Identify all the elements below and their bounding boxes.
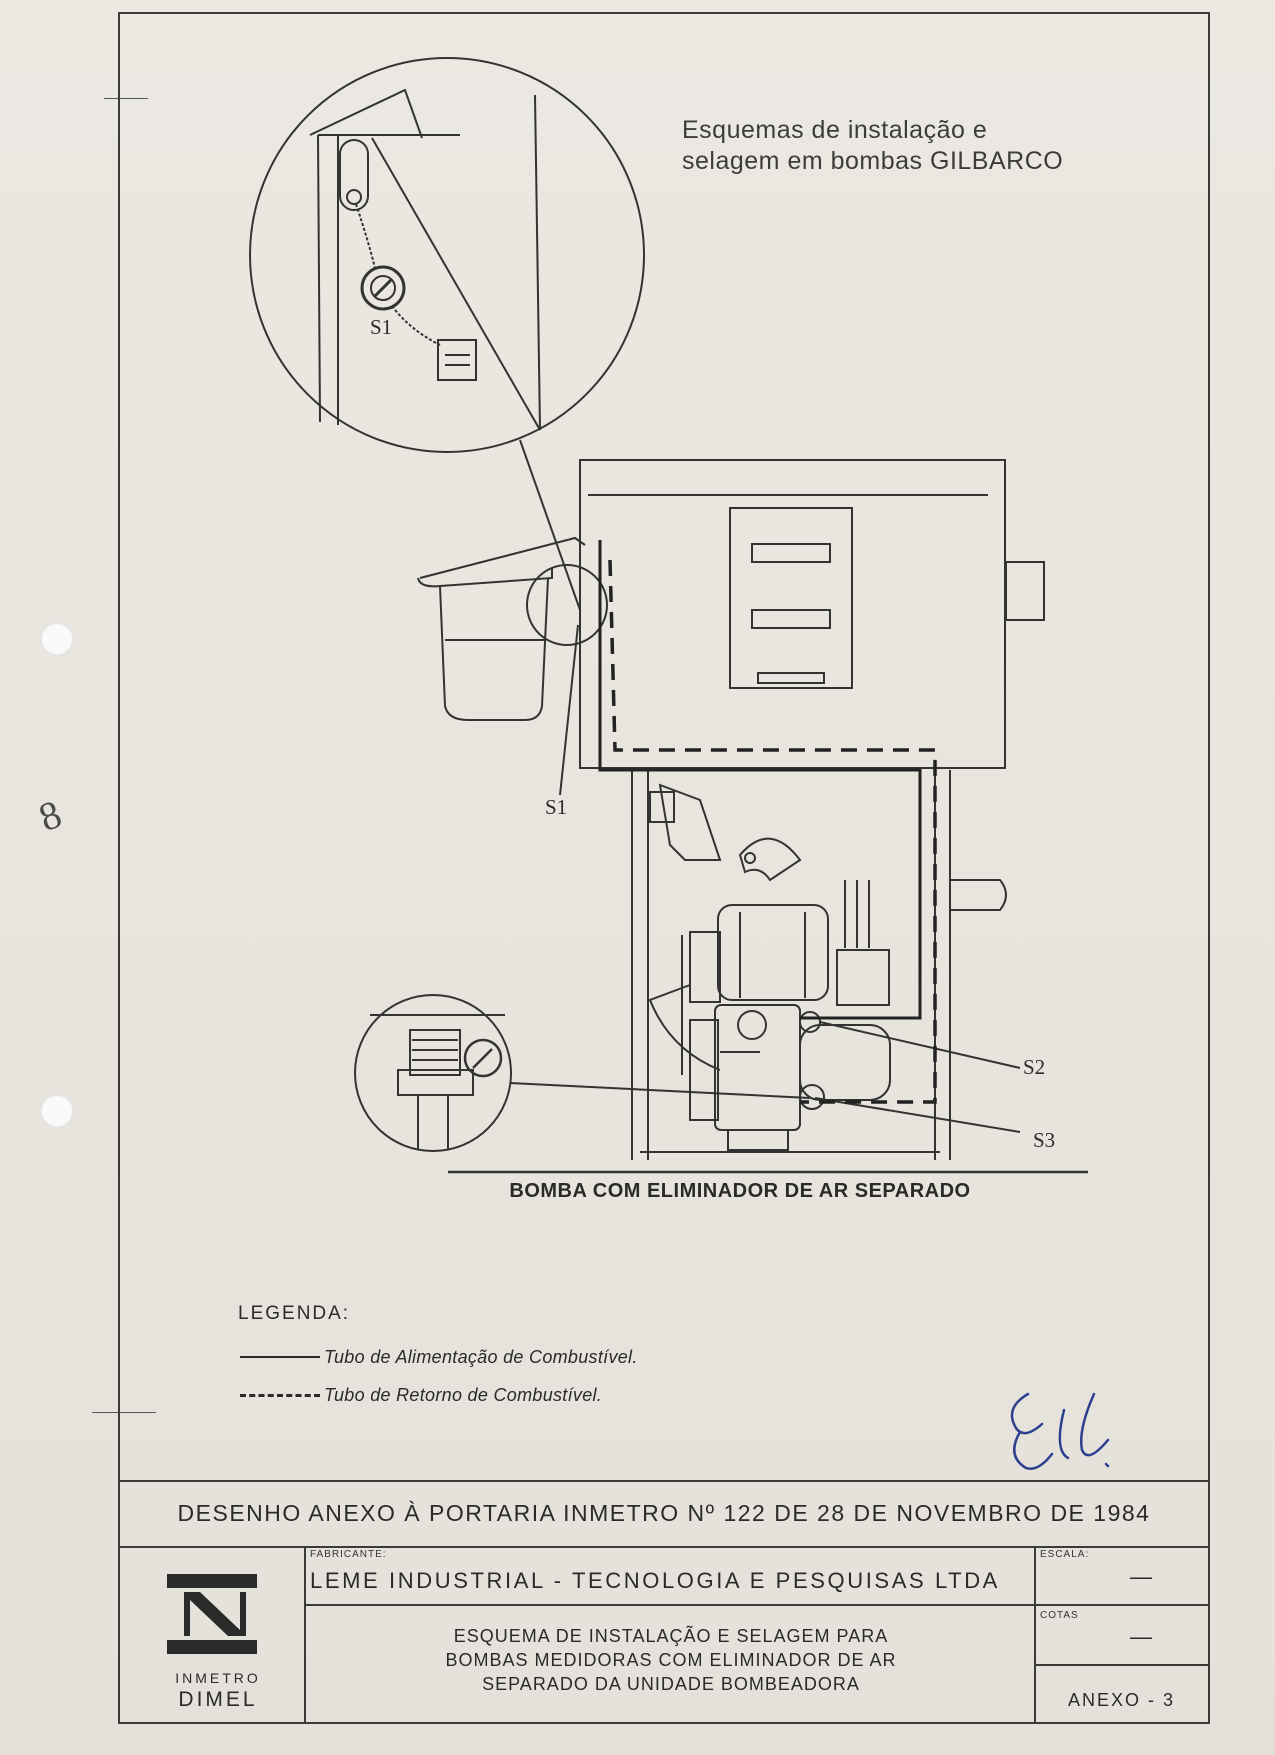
- title-block-mid-rule: [120, 1546, 1208, 1548]
- label-s2: S2: [1023, 1055, 1046, 1079]
- header-note-line-2: selagem em bombas GILBARCO: [682, 147, 1064, 175]
- drawing-title-line-2: BOMBAS MEDIDORAS COM ELIMINADOR DE AR: [445, 1650, 897, 1670]
- legend-text-return: Tubo de Retorno de Combustível.: [324, 1384, 603, 1405]
- diagram-caption: BOMBA COM ELIMINADOR DE AR SEPARADO: [509, 1180, 971, 1202]
- legend-swatch-dashed: [240, 1393, 320, 1397]
- title-block-anexo-rule: [1034, 1664, 1208, 1666]
- label-s3: S3: [1033, 1128, 1056, 1152]
- title-block-main: DESENHO ANEXO À PORTARIA INMETRO Nº 122 …: [177, 1500, 1151, 1526]
- title-block-top-rule: [120, 1480, 1208, 1482]
- handwritten-signature: [1010, 1392, 1110, 1470]
- fabricante-name: LEME INDUSTRIAL - TECNOLOGIA E PESQUISAS…: [310, 1568, 1000, 1593]
- title-block-row-rule: [304, 1604, 1208, 1606]
- legend-item-return: Tubo de Retorno de Combustível.: [240, 1384, 602, 1406]
- legend-swatch-solid: [240, 1356, 320, 1358]
- margin-mark-top: [104, 98, 148, 99]
- title-block-right-divider: [1034, 1546, 1036, 1722]
- label-s1: S1: [545, 795, 568, 819]
- escala-value: —: [1130, 1564, 1152, 1589]
- drawing-title-line-3: SEPARADO DA UNIDADE BOMBEADORA: [482, 1674, 860, 1694]
- cotas-label: COTAS: [1040, 1610, 1079, 1621]
- anexo-number: ANEXO - 3: [1068, 1690, 1176, 1710]
- title-block-logo-divider: [304, 1546, 306, 1722]
- logo-text-inmetro: INMETRO: [175, 1670, 261, 1686]
- detail-circle-top: [249, 57, 645, 453]
- punch-hole-bottom: [40, 1094, 74, 1128]
- drawing-title-line-1: ESQUEMA DE INSTALAÇÃO E SELAGEM PARA: [453, 1626, 889, 1646]
- margin-mark-bottom: [92, 1412, 156, 1413]
- legend-item-feed: Tubo de Alimentação de Combustível.: [240, 1346, 638, 1368]
- label-s1-detail: S1: [370, 315, 393, 339]
- cotas-value: —: [1130, 1624, 1152, 1649]
- drawing-frame: [118, 12, 1210, 1724]
- drawing-title: ESQUEMA DE INSTALAÇÃO E SELAGEM PARA BOM…: [310, 1624, 1032, 1696]
- punch-hole-top: [40, 622, 74, 656]
- inmetro-logo-icon: [167, 1574, 257, 1654]
- escala-label: ESCALA:: [1040, 1549, 1090, 1560]
- s1-circle: [526, 564, 608, 646]
- fabricante-label: FABRICANTE:: [310, 1549, 387, 1560]
- logo-text-dimel: DIMEL: [178, 1688, 258, 1711]
- detail-circle-bottom: [354, 994, 512, 1152]
- header-note-line-1: Esquemas de instalação e: [682, 116, 988, 144]
- legend-text-feed: Tubo de Alimentação de Combustível.: [324, 1346, 638, 1367]
- legend-title: LEGENDA:: [238, 1303, 351, 1324]
- header-note: Esquemas de instalação e selagem em bomb…: [682, 115, 1142, 177]
